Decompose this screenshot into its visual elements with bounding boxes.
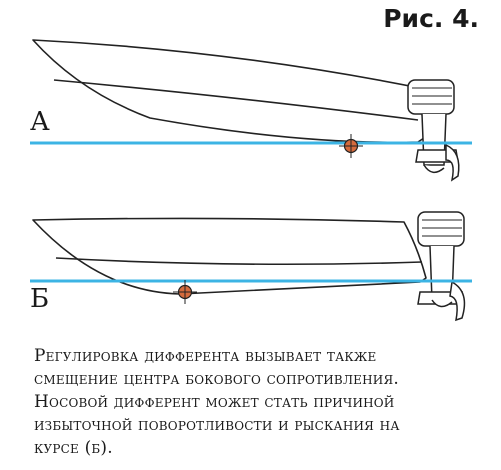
panel-a-label: А [30, 107, 50, 137]
lateral-resistance-center-b [173, 280, 197, 304]
hull-b [32, 217, 427, 295]
caption-line: Носовой дифферент может стать причиной [34, 392, 395, 412]
caption-line: Регулировка дифферента вызывает также [34, 346, 377, 366]
caption-line: курсе (б). [34, 438, 113, 458]
outboard-motor-b [417, 211, 466, 322]
lateral-resistance-center-a [339, 134, 363, 158]
panel-b: Б [30, 211, 472, 322]
caption-line: избыточной поворотливости и рыскания на [34, 415, 400, 435]
outboard-motor-a [407, 79, 460, 182]
hull-a [32, 39, 425, 144]
caption-line: смещение центра бокового сопротивления. [34, 369, 399, 389]
figure-caption: Регулировка дифферента вызывает также см… [34, 345, 484, 460]
boat-trim-diagram: А Б [30, 39, 472, 322]
panel-a: А [30, 39, 472, 182]
panel-b-label: Б [30, 284, 49, 314]
figure-title: Рис. 4. [383, 4, 479, 33]
